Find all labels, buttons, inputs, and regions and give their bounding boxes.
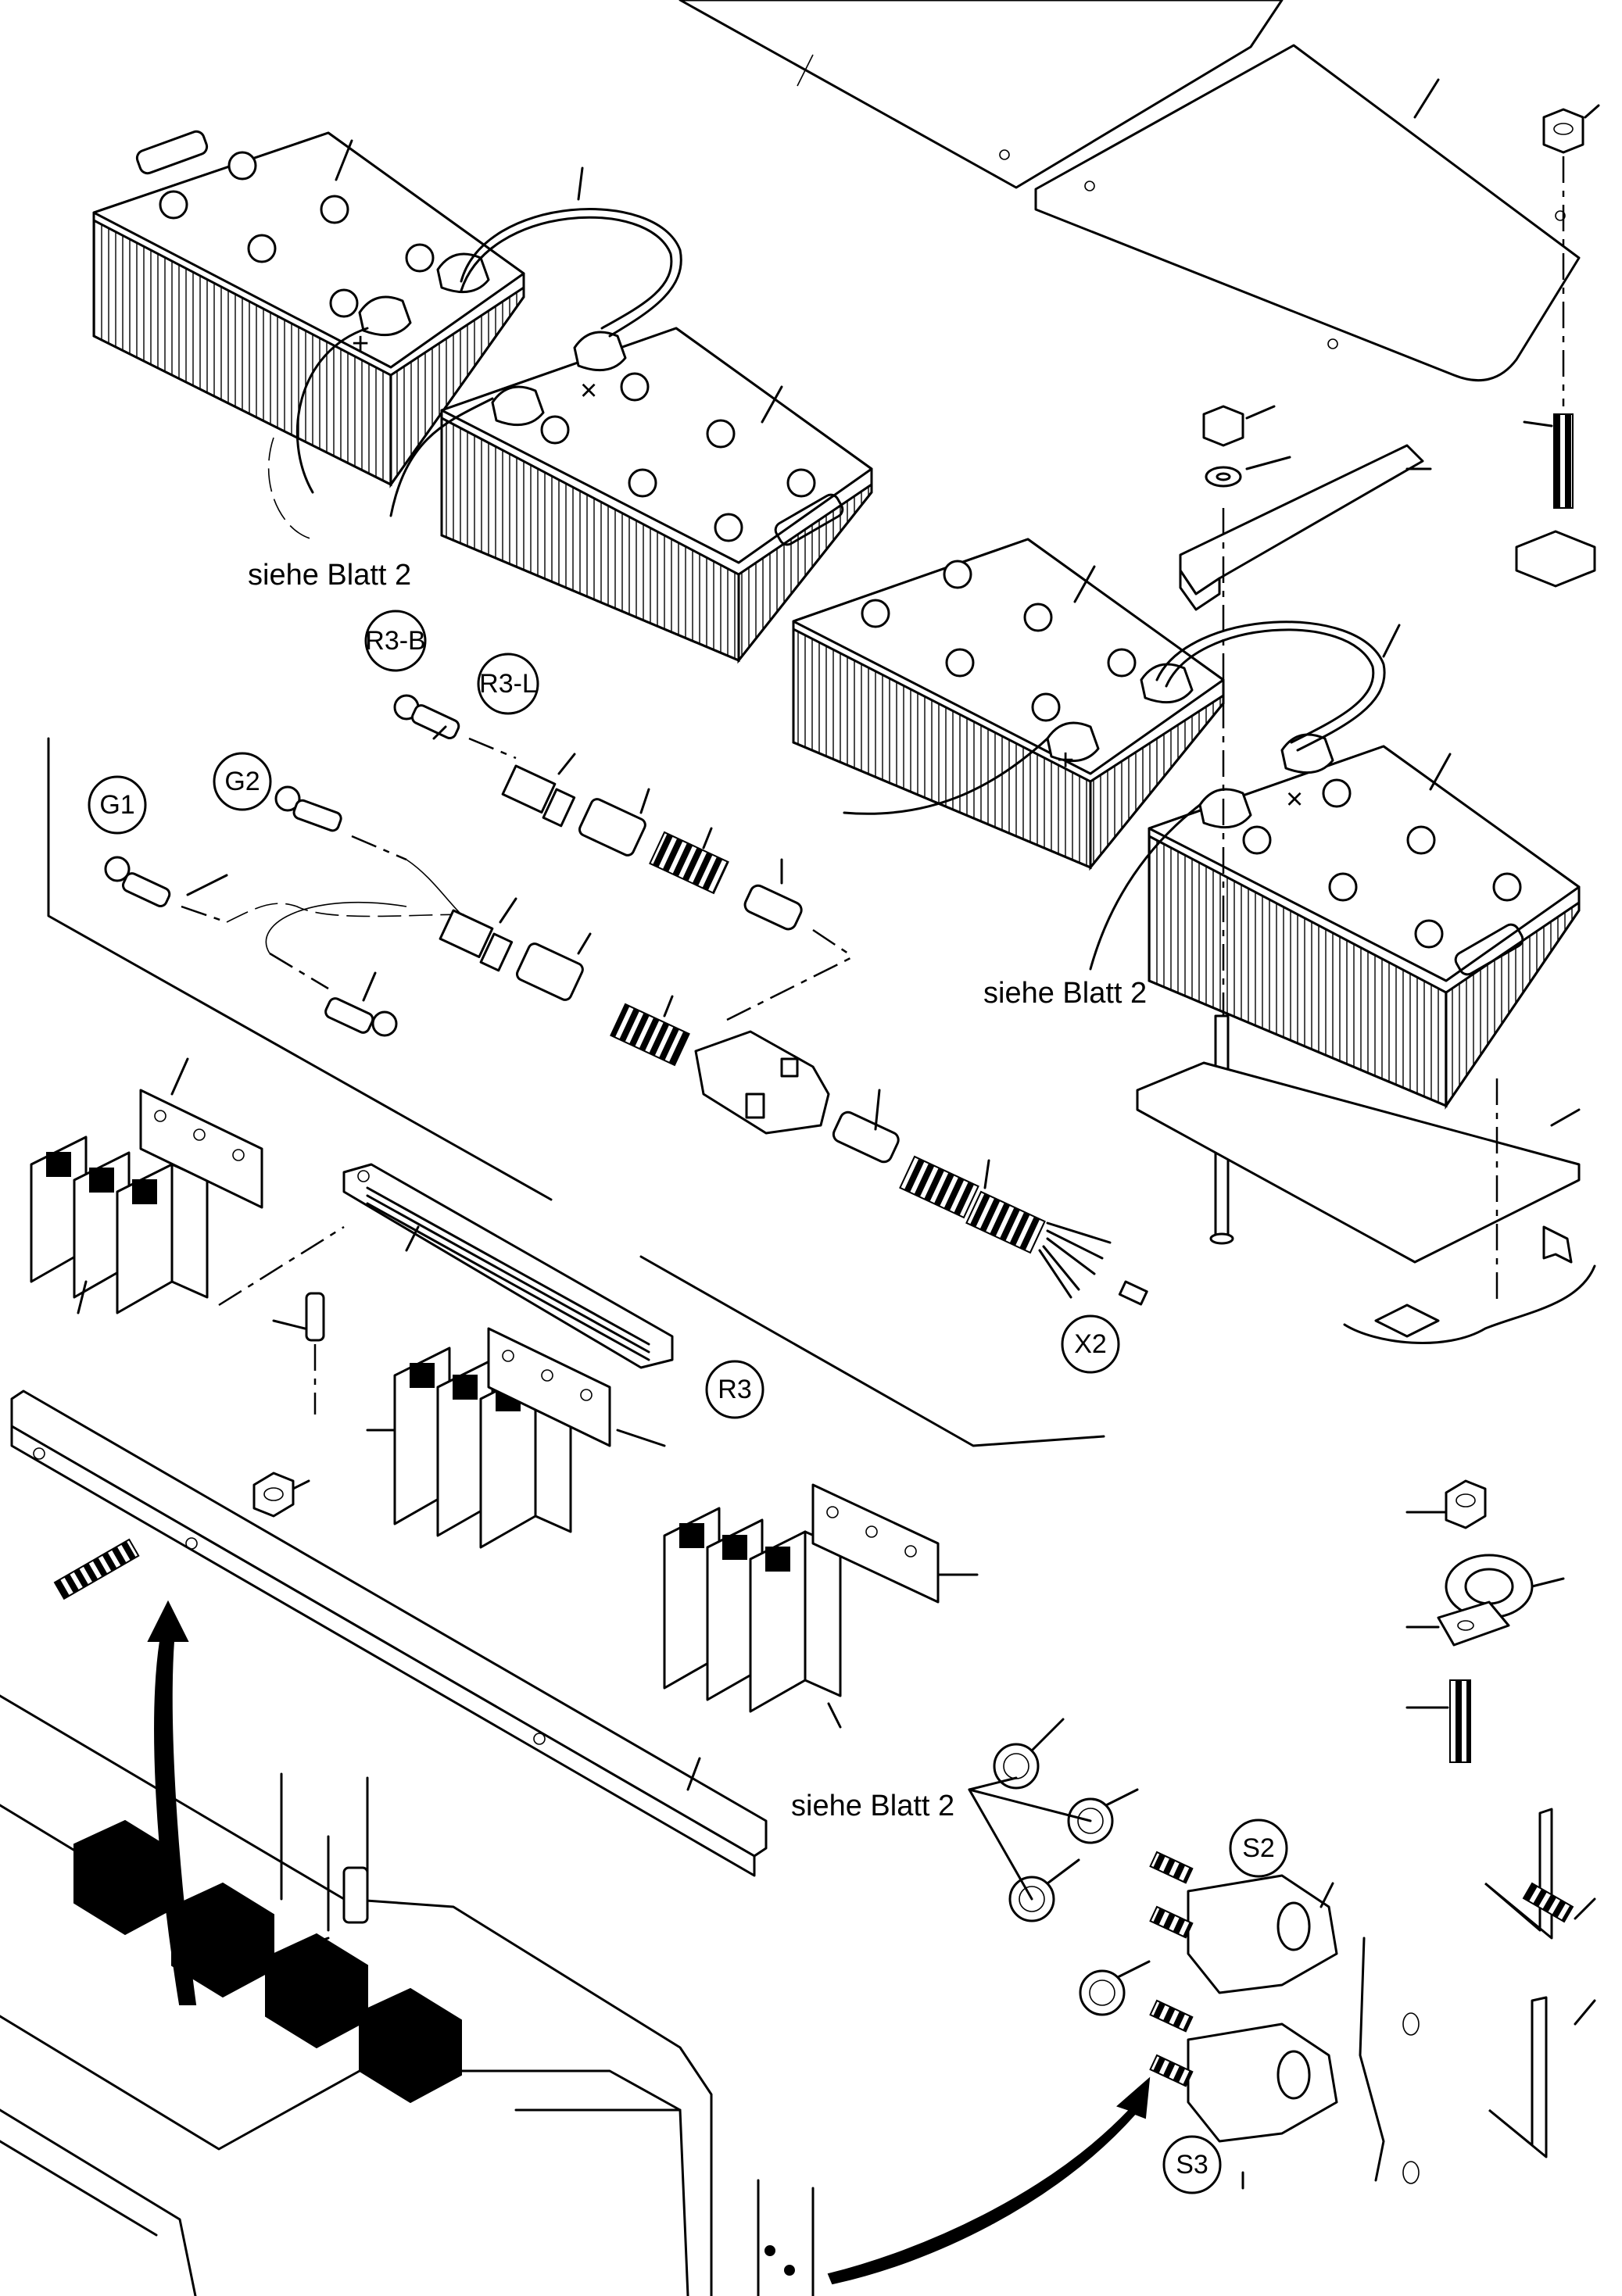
- terminal-block-right: [663, 1483, 979, 1729]
- callout-s3: S3: [1162, 2135, 1222, 2194]
- y-junction-fitting: [694, 956, 900, 1164]
- cable-lug-g2: [274, 785, 407, 861]
- cover-plate-right: [1034, 44, 1581, 382]
- battery-tray: [1136, 1061, 1581, 1264]
- terminal-block-center: [366, 1327, 666, 1549]
- nut-top-right: [1542, 104, 1600, 154]
- terminal-busbar-multi: [218, 1163, 674, 1369]
- battery-1: +: [92, 130, 525, 488]
- callout-g2: G2: [213, 752, 272, 811]
- direction-arrow-right: [827, 2076, 1151, 2285]
- nut-and-washer-top: [1202, 405, 1291, 488]
- svg-text:G1: G1: [99, 790, 134, 820]
- cable-clamp: [1405, 1479, 1565, 1763]
- rail-nut: [252, 1472, 310, 1518]
- callout-x2: X2: [1061, 1314, 1120, 1374]
- battery-2: ×: [440, 327, 873, 664]
- cable-lug-g1: [104, 856, 228, 924]
- relay-s2: [1149, 1851, 1338, 1994]
- terminal-block-upper-left: [30, 1057, 263, 1314]
- callout-r3b: R3-B: [364, 610, 427, 672]
- callout-g1: G1: [88, 775, 147, 835]
- svg-text:+: +: [352, 327, 369, 360]
- harness-frame-left: [47, 737, 553, 1201]
- svg-text:+: +: [1057, 744, 1074, 777]
- svg-text:S3: S3: [1176, 2150, 1208, 2180]
- svg-text:G2: G2: [224, 767, 260, 796]
- battery-4: ×: [1148, 733, 1581, 1110]
- callout-s2: S2: [1229, 1819, 1288, 1878]
- mounting-rail: [10, 1389, 768, 1877]
- battery-3: +: [792, 538, 1225, 871]
- svg-text:R3-B: R3-B: [365, 626, 425, 656]
- ring-terminals-relay: [968, 1718, 1151, 2016]
- svg-text:S2: S2: [1242, 1833, 1275, 1863]
- stud-and-clip-top-right: [1515, 413, 1596, 588]
- fuse-holder: [272, 1292, 325, 1414]
- reference-label-right: siehe Blatt 2: [983, 977, 1147, 1010]
- rail-stud: [53, 1538, 140, 1600]
- cable-gland-lower: [439, 897, 690, 1067]
- corrugated-sleeve-exit: [899, 1155, 1148, 1306]
- cable-lug-r3b: [393, 694, 517, 760]
- mounting-brackets-pipes: [1359, 1808, 1596, 2184]
- callout-r3: R3: [705, 1360, 764, 1419]
- svg-text:X2: X2: [1074, 1329, 1107, 1359]
- hold-down-bracket: [1179, 444, 1432, 611]
- callout-r3l: R3-L: [477, 653, 539, 715]
- cable-lug-ground: [269, 952, 398, 1037]
- battery-jumper-cable-2: [1155, 620, 1386, 752]
- svg-text:×: ×: [580, 374, 597, 407]
- svg-text:R3: R3: [718, 1375, 751, 1404]
- vehicle-frame: [0, 1694, 815, 2296]
- battery-jumper-cable-1: [460, 208, 682, 338]
- cable-gland-upper: [501, 753, 849, 955]
- cover-plate-left: [679, 0, 1284, 189]
- reference-label-left: siehe Blatt 2: [248, 559, 411, 592]
- svg-text:R3-L: R3-L: [479, 669, 537, 699]
- harness-frame-right: [639, 1255, 1105, 1447]
- svg-text:×: ×: [1286, 783, 1303, 816]
- relay-s3: [1149, 1999, 1338, 2190]
- reference-label-bottom: siehe Blatt 2: [791, 1790, 954, 1822]
